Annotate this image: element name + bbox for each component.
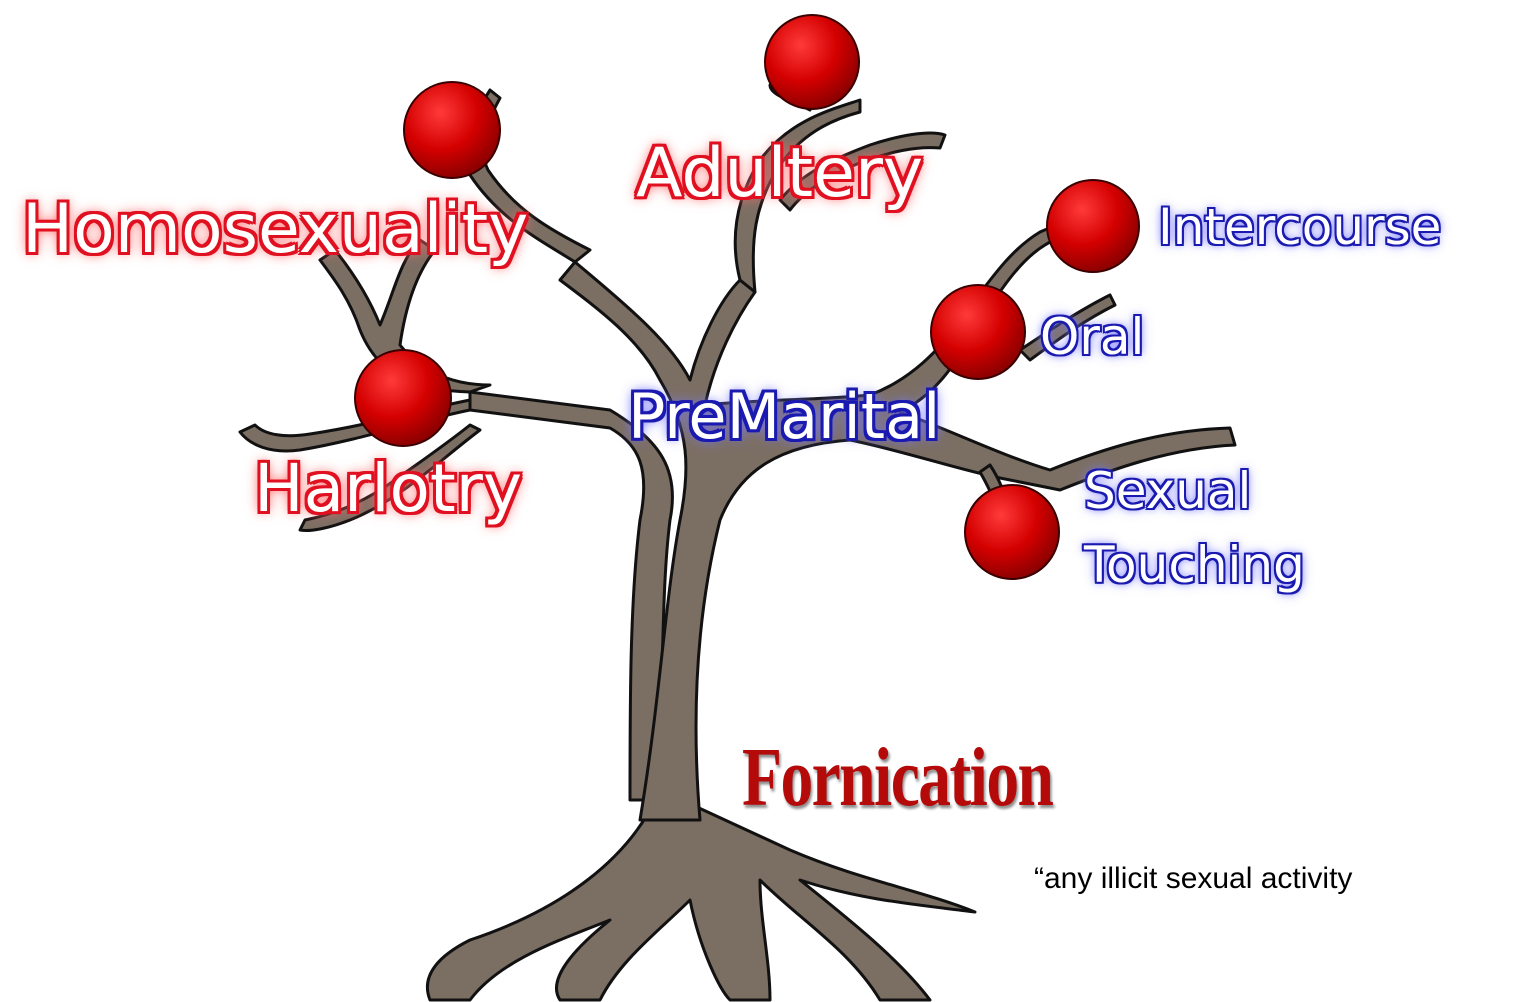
label-sexual: Sexual — [1084, 466, 1251, 516]
label-intercourse: Intercourse — [1158, 202, 1441, 252]
label-premarital: PreMarital — [628, 386, 940, 448]
definition-quote: “any illicit sexual activity — [1034, 864, 1352, 894]
fruit-harlotry — [355, 350, 451, 446]
label-oral: Oral — [1040, 312, 1144, 362]
fruit-homosexuality — [404, 82, 500, 178]
fruit-sexual-touching — [965, 485, 1059, 579]
title-fornication: Fornication — [742, 736, 1052, 820]
fruit-oral — [931, 285, 1025, 379]
fruit-intercourse — [1047, 180, 1139, 272]
label-touching: Touching — [1084, 540, 1305, 590]
label-adultery: Adultery — [636, 140, 923, 208]
label-homosexuality: Homosexuality — [22, 196, 528, 264]
label-harlotry: Harlotry — [254, 456, 522, 522]
fruit-adultery — [765, 15, 859, 109]
